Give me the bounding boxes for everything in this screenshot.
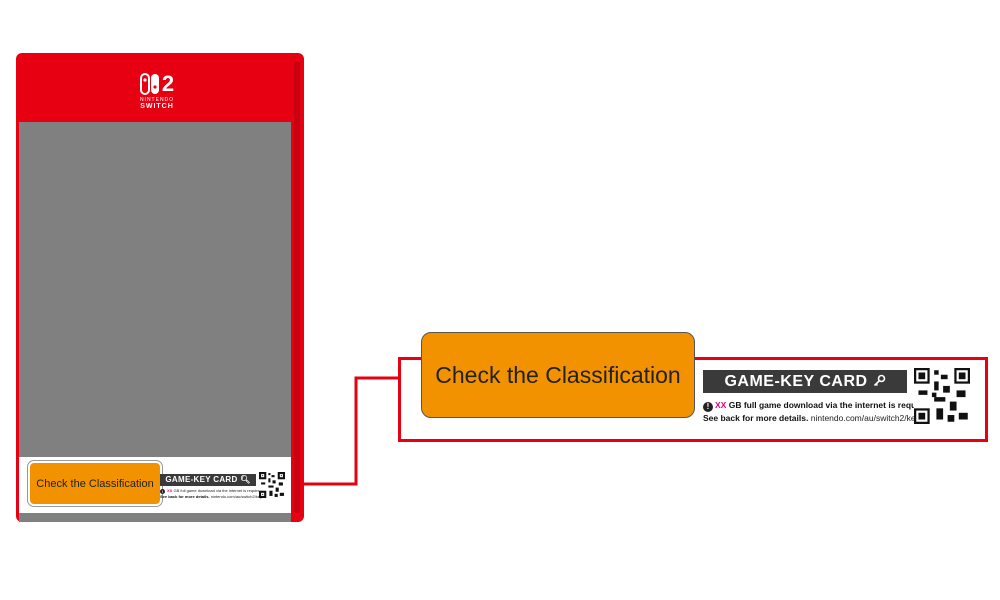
logo-text-switch: SWITCH <box>140 103 174 110</box>
download-requirement-small: !XX GB full game download via the intern… <box>160 488 271 499</box>
details-text-large: See back for more details. <box>703 413 809 423</box>
download-requirement-large: !XX GB full game download via the intern… <box>703 399 939 425</box>
game-key-card-label-large: GAME-KEY CARD <box>703 370 907 393</box>
size-placeholder-large: XX <box>715 400 727 410</box>
logo-number: 2 <box>161 71 175 96</box>
warning-icon: ! <box>703 402 713 412</box>
logo-mark: 2 <box>139 71 175 96</box>
logo-text-nintendo: NINTENDO <box>139 97 175 103</box>
qr-code-icon <box>259 472 285 498</box>
size-placeholder-small: XX <box>167 488 173 493</box>
game-key-card-title-small: GAME-KEY CARD <box>165 475 238 484</box>
game-key-card-title-large: GAME-KEY CARD <box>724 373 868 390</box>
nintendo-switch-2-logo: 2 NINTENDO SWITCH <box>132 73 182 115</box>
game-case: 2 NINTENDO SWITCH Check the Classificati… <box>16 53 304 522</box>
bottom-info-strip: Check the Classification GAME-KEY CARD 🔍… <box>19 457 291 513</box>
url-text-large: nintendo.com/au/switch2/key-card <box>810 413 940 423</box>
warning-icon: ! <box>160 489 165 494</box>
download-text-large: GB full game download via the internet i… <box>728 400 935 410</box>
key-icon: 🔍︎ <box>240 475 251 484</box>
classification-badge-large: Check the Classification <box>421 332 695 418</box>
download-text-small: GB full game download via the internet i… <box>173 488 264 493</box>
case-edge <box>294 61 300 513</box>
qr-code-icon <box>914 368 970 424</box>
callout-connector <box>304 376 404 486</box>
url-text-small: nintendo.com/au/switch2/key-card <box>210 494 272 499</box>
classification-badge-small: Check the Classification <box>28 461 162 506</box>
joycon-icon <box>139 73 159 95</box>
game-key-card-label-small: GAME-KEY CARD 🔍︎ <box>160 474 256 486</box>
details-text-small: See back for more details. <box>160 494 210 499</box>
cover-art-placeholder <box>19 122 291 522</box>
key-icon <box>873 374 885 387</box>
